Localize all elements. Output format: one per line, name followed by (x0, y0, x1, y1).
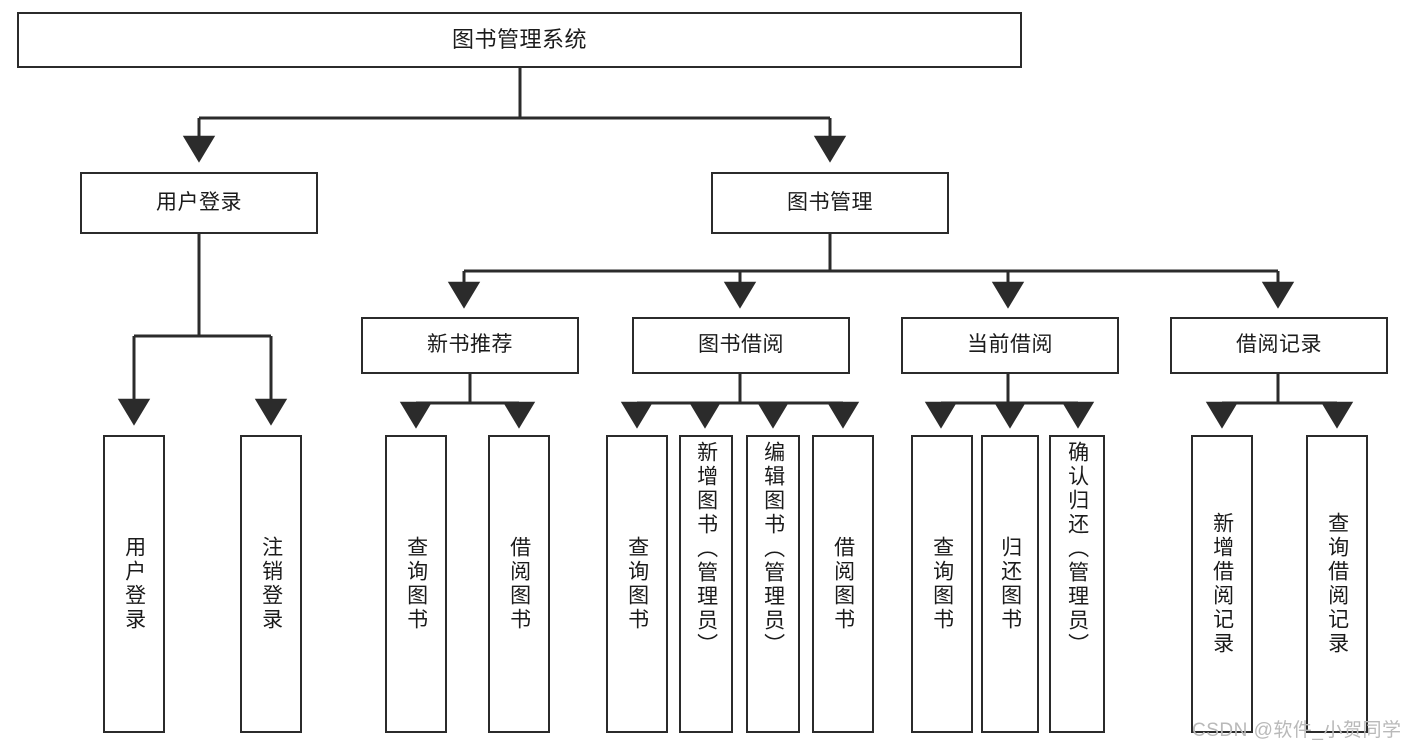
node-borrow-record[interactable]: 借阅记录 (1170, 317, 1388, 374)
csdn-watermark: CSDN @软件_小贺同学 (1192, 720, 1402, 741)
node-leaf-edit-book-admin-label: 编辑图书（管理员） (761, 441, 785, 657)
node-root-system[interactable]: 图书管理系统 (17, 12, 1022, 68)
node-leaf-query-book-current-label: 查询图书 (930, 536, 954, 632)
node-leaf-add-book-admin[interactable]: 新增图书（管理员） (679, 435, 733, 733)
node-leaf-query-book-recommend[interactable]: 查询图书 (385, 435, 447, 733)
node-leaf-query-borrow-record-label: 查询借阅记录 (1325, 512, 1349, 656)
node-new-book-recommend[interactable]: 新书推荐 (361, 317, 579, 374)
node-leaf-return-book[interactable]: 归还图书 (981, 435, 1039, 733)
node-root-system-label: 图书管理系统 (451, 27, 587, 53)
node-leaf-borrow-book-label: 借阅图书 (831, 536, 855, 632)
node-leaf-query-book-borrow[interactable]: 查询图书 (606, 435, 668, 733)
node-leaf-borrow-book-recommend-label: 借阅图书 (507, 536, 531, 632)
node-current-borrow[interactable]: 当前借阅 (901, 317, 1119, 374)
node-leaf-query-book-current[interactable]: 查询图书 (911, 435, 973, 733)
node-leaf-query-borrow-record[interactable]: 查询借阅记录 (1306, 435, 1368, 733)
node-leaf-borrow-book-recommend[interactable]: 借阅图书 (488, 435, 550, 733)
node-leaf-add-book-admin-label: 新增图书（管理员） (694, 441, 718, 657)
node-leaf-logout[interactable]: 注销登录 (240, 435, 302, 733)
node-leaf-logout-label: 注销登录 (259, 536, 283, 632)
node-borrow-record-label: 借阅记录 (1236, 333, 1322, 357)
node-leaf-confirm-return-admin-label: 确认归还（管理员） (1065, 441, 1089, 657)
node-leaf-query-book-recommend-label: 查询图书 (404, 536, 428, 632)
node-book-borrow[interactable]: 图书借阅 (632, 317, 850, 374)
node-leaf-edit-book-admin[interactable]: 编辑图书（管理员） (746, 435, 800, 733)
node-leaf-borrow-book[interactable]: 借阅图书 (812, 435, 874, 733)
node-leaf-add-borrow-record[interactable]: 新增借阅记录 (1191, 435, 1253, 733)
node-leaf-query-book-borrow-label: 查询图书 (625, 536, 649, 632)
node-book-borrow-label: 图书借阅 (698, 333, 784, 357)
node-current-borrow-label: 当前借阅 (967, 333, 1053, 357)
node-book-management[interactable]: 图书管理 (711, 172, 949, 234)
node-leaf-confirm-return-admin[interactable]: 确认归还（管理员） (1049, 435, 1105, 733)
node-leaf-user-login[interactable]: 用户登录 (103, 435, 165, 733)
node-book-management-label: 图书管理 (787, 190, 873, 214)
node-user-login-label: 用户登录 (156, 190, 242, 214)
node-user-login[interactable]: 用户登录 (80, 172, 318, 234)
node-leaf-return-book-label: 归还图书 (998, 536, 1022, 632)
node-leaf-add-borrow-record-label: 新增借阅记录 (1210, 512, 1234, 656)
node-new-book-recommend-label: 新书推荐 (427, 333, 513, 357)
node-leaf-user-login-label: 用户登录 (122, 536, 146, 632)
